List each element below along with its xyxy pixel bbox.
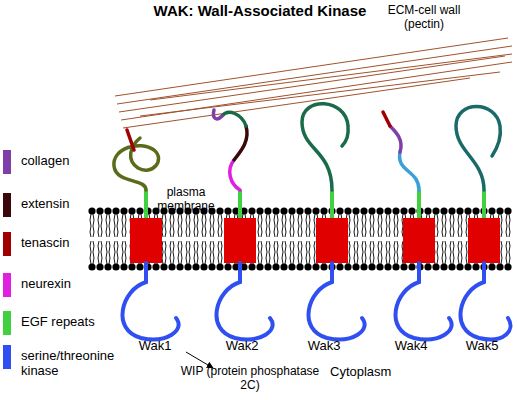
legend-swatch [3,232,11,256]
legend-text: neurexin [21,277,126,292]
protein-name: Wak5 [460,339,504,354]
compartment-label: Cytoplasm [330,365,410,380]
kinase-domains [122,263,510,339]
protein-name: Wak1 [133,339,177,354]
transmembrane-domains [130,218,500,263]
legend-text: tenascin [21,236,126,251]
legend-swatch [3,311,11,335]
legend-text: extensin [21,197,126,212]
protein-name: Wak2 [220,339,264,354]
legend-swatch [3,193,11,217]
diagram-title: WAK: Wall-Associated Kinase [110,2,410,19]
legend-swatch [3,345,11,369]
protein-name: Wak4 [389,339,433,354]
cell-wall-fibres [115,38,512,128]
legend-text: EGF repeats [21,315,126,330]
protein-name: Wak3 [302,339,346,354]
legend-text: serine/threonine kinase [21,349,126,379]
partner-label: WIP (protein phosphatase 2C) [175,365,325,393]
wall-label: ECM-cell wall (pectin) [378,4,470,32]
legend-swatch [3,150,11,174]
legend-swatch [3,273,11,297]
extracellular-domains [114,104,500,190]
lipid-bilayer [88,207,512,271]
legend-text: collagen [21,154,126,169]
membrane-label: plasma membrane [154,186,218,214]
